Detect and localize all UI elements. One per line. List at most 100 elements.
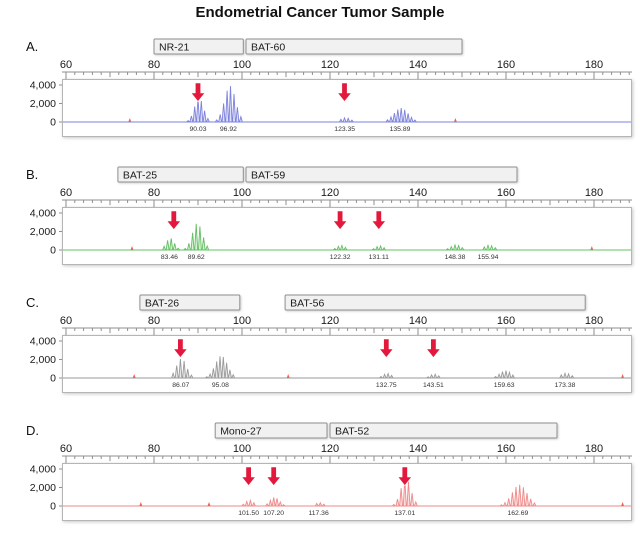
peak-size-label: 135.89 — [390, 126, 411, 133]
ruler — [62, 71, 632, 79]
axis-tick-label: 140 — [409, 187, 427, 199]
axis-tick-label: 100 — [233, 187, 251, 199]
panel-letter: D. — [26, 423, 39, 438]
y-axis-label: 4,000 — [30, 208, 56, 220]
peak-size-label: 155.94 — [478, 254, 499, 261]
y-axis-label: 4,000 — [30, 464, 56, 476]
axis-tick-label: 180 — [585, 443, 603, 455]
marker-box — [245, 38, 463, 55]
y-axis-label: 0 — [50, 117, 56, 129]
peak-size-label: 107.20 — [263, 510, 284, 517]
axis-tick-label: 60 — [60, 59, 72, 71]
y-axis-label: 2,000 — [30, 98, 56, 110]
marker-box — [139, 294, 241, 311]
trace — [63, 356, 631, 379]
axis-tick-label: 120 — [321, 315, 339, 327]
y-axis-label: 0 — [50, 501, 56, 513]
red-down-arrow-icon — [166, 210, 182, 230]
artifact-peak — [590, 246, 594, 250]
axis-tick-label: 160 — [497, 187, 515, 199]
axis-tick-label: 180 — [585, 315, 603, 327]
red-down-arrow-icon — [190, 82, 206, 102]
peak-size-label: 132.75 — [376, 382, 397, 389]
red-down-arrow-icon — [397, 466, 413, 486]
red-down-arrow-icon — [241, 466, 257, 486]
marker-label: NR-21 — [159, 42, 190, 54]
y-axis-label: 2,000 — [30, 482, 56, 494]
marker-box — [153, 38, 244, 55]
y-axis-label: 0 — [50, 245, 56, 257]
axis-tick-label: 120 — [321, 59, 339, 71]
axis-tick-label: 80 — [148, 59, 160, 71]
artifact-peak — [139, 502, 143, 506]
axis-tick-label: 100 — [233, 315, 251, 327]
marker-box — [117, 166, 244, 183]
marker-box — [245, 166, 518, 183]
axis-tick-label: 100 — [233, 443, 251, 455]
ruler — [62, 199, 632, 207]
axis-tick-label: 120 — [321, 187, 339, 199]
axis-tick-label: 100 — [233, 59, 251, 71]
y-axis-label: 2,000 — [30, 226, 56, 238]
peak-size-label: 89.62 — [188, 254, 205, 261]
axis-tick-label: 140 — [409, 443, 427, 455]
artifact-peak — [286, 374, 290, 378]
y-axis-label: 2,000 — [30, 354, 56, 366]
axis-tick-label: 160 — [497, 443, 515, 455]
y-axis-label: 4,000 — [30, 336, 56, 348]
peak-size-label: 173.38 — [555, 382, 576, 389]
axis-tick-label: 60 — [60, 187, 72, 199]
peak-size-label: 122.32 — [330, 254, 351, 261]
artifact-peak — [130, 246, 134, 250]
red-down-arrow-icon — [425, 338, 441, 358]
marker-box — [284, 294, 586, 311]
marker-label: Mono-27 — [220, 426, 262, 438]
axis-tick-label: 80 — [148, 443, 160, 455]
artifact-peak — [621, 502, 625, 506]
peak-size-label: 117.36 — [308, 510, 329, 517]
artifact-peak — [453, 118, 457, 122]
trace — [63, 86, 631, 123]
axis-tick-label: 120 — [321, 443, 339, 455]
marker-label: BAT-52 — [335, 426, 369, 438]
axis-tick-label: 160 — [497, 315, 515, 327]
peak-size-label: 101.50 — [238, 510, 259, 517]
panel-letter: C. — [26, 295, 39, 310]
peak-size-label: 96.92 — [220, 126, 237, 133]
trace — [63, 223, 631, 251]
peak-size-label: 159.63 — [494, 382, 515, 389]
axis-tick-label: 140 — [409, 59, 427, 71]
peak-size-label: 137.01 — [394, 510, 415, 517]
axis-tick-label: 180 — [585, 59, 603, 71]
axis-tick-label: 80 — [148, 315, 160, 327]
axis-tick-label: 180 — [585, 187, 603, 199]
ruler — [62, 327, 632, 335]
marker-label: BAT-25 — [123, 170, 157, 182]
peak-size-label: 95.08 — [212, 382, 229, 389]
panel-b: B. BAT-25 BAT-59 60 80 100 120 140 160 180 4,000 2,… — [26, 166, 632, 265]
panel-letter: B. — [26, 167, 38, 182]
artifact-peak — [128, 118, 132, 122]
axis-tick-label: 140 — [409, 315, 427, 327]
marker-label: BAT-60 — [251, 42, 285, 54]
peak-size-label: 86.07 — [172, 382, 189, 389]
plot-box — [62, 335, 632, 393]
peak-size-label: 143.51 — [423, 382, 444, 389]
red-down-arrow-icon — [266, 466, 282, 486]
trace — [63, 478, 631, 507]
marker-label: BAT-59 — [251, 170, 285, 182]
red-down-arrow-icon — [371, 210, 387, 230]
page-title: Endometrial Cancer Tumor Sample — [195, 4, 445, 21]
artifact-peak — [207, 502, 211, 506]
axis-tick-label: 160 — [497, 59, 515, 71]
red-down-arrow-icon — [332, 210, 348, 230]
y-axis-label: 0 — [50, 373, 56, 385]
plot-box — [62, 463, 632, 521]
axis-tick-label: 80 — [148, 187, 160, 199]
peak-size-label: 90.03 — [189, 126, 206, 133]
ruler — [62, 455, 632, 463]
